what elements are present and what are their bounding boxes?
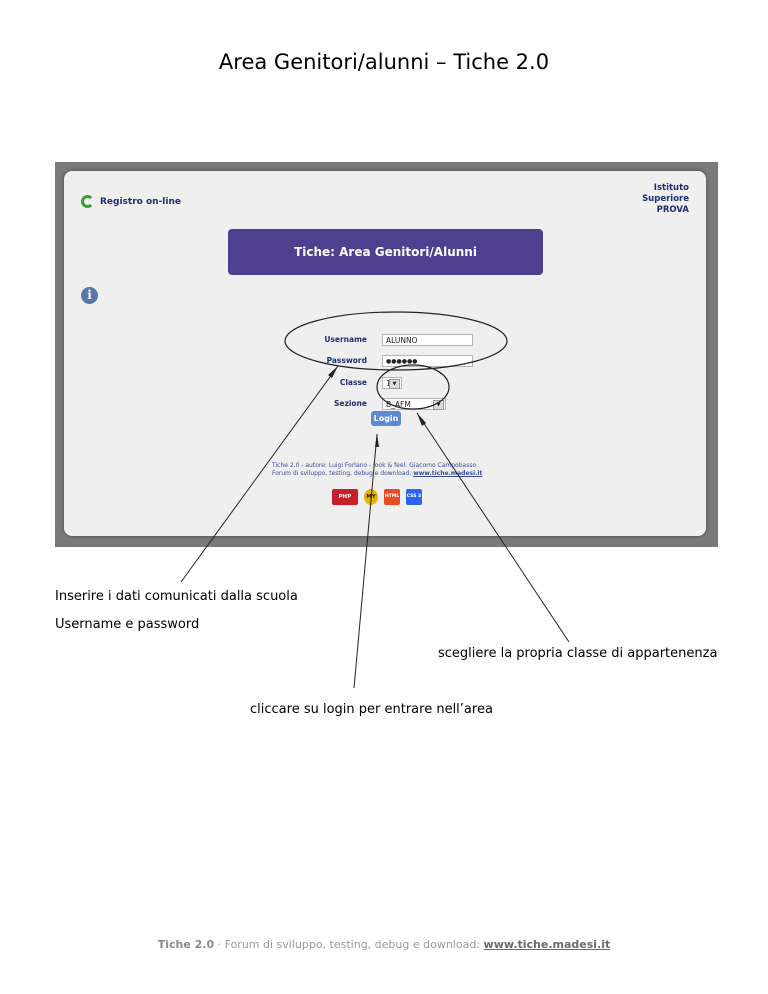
css3-badge: CSS 3 — [406, 489, 422, 505]
school-name: Istituto Superiore PROVA — [642, 183, 689, 216]
login-panel: Registro on-line Istituto Superiore PROV… — [64, 171, 706, 536]
php-badge: PHP — [332, 489, 358, 505]
classe-select[interactable]: 1 ▼ — [382, 377, 402, 389]
password-input[interactable]: ●●●●●● — [382, 355, 473, 367]
area-banner: Tiche: Area Genitori/Alunni — [228, 229, 543, 275]
chevron-down-icon: ▼ — [433, 400, 444, 410]
username-label: Username — [324, 335, 367, 344]
sezione-label: Sezione — [333, 399, 367, 408]
footer-link[interactable]: www.tiche.madesi.it — [483, 938, 611, 951]
login-button[interactable]: Login — [371, 411, 401, 426]
logo-text: Registro on-line — [100, 196, 181, 207]
credits-link[interactable]: www.tiche.madesi.it — [413, 470, 483, 477]
document-title: Area Genitori/alunni – Tiche 2.0 — [218, 50, 550, 74]
app-logo: Registro on-line — [81, 195, 181, 208]
credits-line: Forum di sviluppo, testing, debug e down… — [272, 470, 482, 478]
info-icon[interactable]: i — [81, 287, 98, 304]
note-credentials: Inserire i dati comunicati dalla scuola — [55, 589, 298, 604]
school-line: Istituto — [653, 183, 689, 193]
chevron-down-icon: ▼ — [389, 379, 400, 389]
note-class: scegliere la propria classe di appartene… — [438, 646, 718, 661]
note-username-password: Username e password — [55, 617, 200, 632]
tech-badges: PHP MY HTML 5 CSS 3 — [332, 489, 422, 515]
my-badge: MY — [364, 489, 378, 505]
screenshot-frame: Registro on-line Istituto Superiore PROV… — [55, 162, 718, 547]
html5-badge: HTML 5 — [384, 489, 400, 515]
school-line: Superiore — [642, 194, 689, 204]
password-label: Password — [326, 356, 367, 365]
username-input[interactable]: ALUNNO — [382, 334, 473, 346]
sezione-value: B_AFM — [386, 400, 411, 409]
credits-line: Tiche 2.0 - autore: Luigi Forlano - look… — [272, 462, 477, 469]
school-line: PROVA — [656, 205, 689, 215]
page-footer: Tiche 2.0 · Forum di sviluppo, testing, … — [0, 938, 768, 951]
footer-brand: Tiche 2.0 — [157, 938, 215, 951]
swirl-logo-icon — [81, 195, 94, 208]
credits: Tiche 2.0 - autore: Luigi Forlano - look… — [272, 462, 482, 478]
sezione-select[interactable]: B_AFM ▼ — [382, 398, 446, 410]
credits-prefix: Forum di sviluppo, testing, debug e down… — [272, 470, 414, 477]
footer-text: · Forum di sviluppo, testing, debug e do… — [214, 938, 484, 951]
classe-label: Classe — [339, 378, 367, 387]
note-login: cliccare su login per entrare nell’area — [250, 702, 493, 717]
